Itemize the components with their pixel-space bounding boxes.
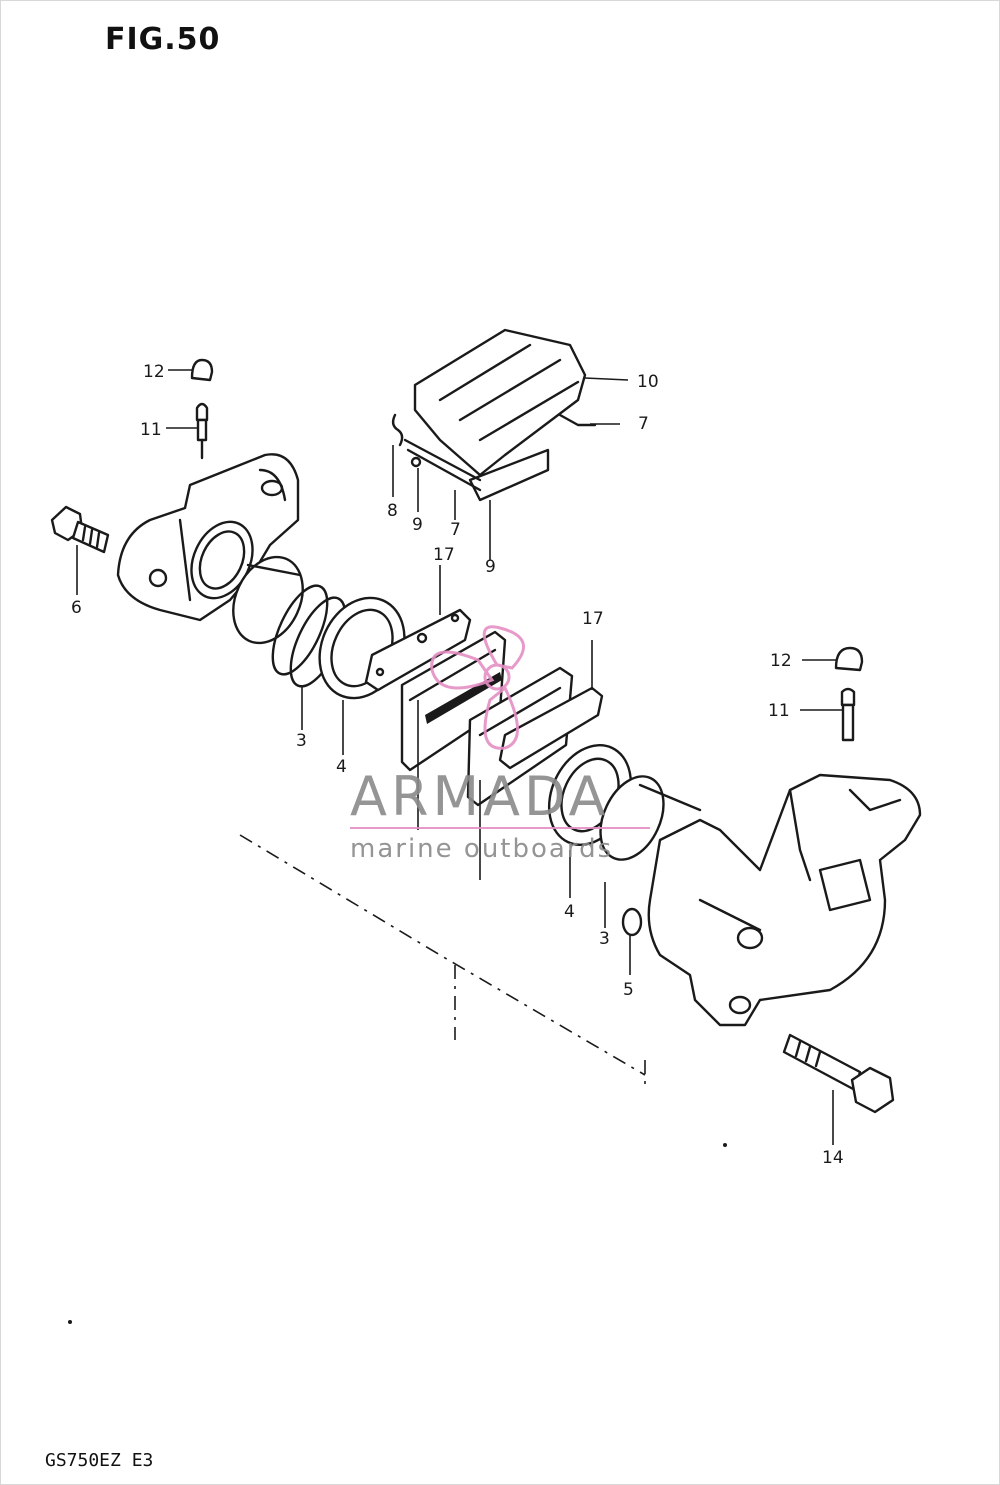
scan-speck bbox=[723, 1143, 727, 1147]
callout-17-left: 17 bbox=[433, 545, 455, 565]
left-caliper-body bbox=[116, 453, 300, 622]
callout-5: 5 bbox=[623, 980, 634, 1000]
bleeder-valve-11-right bbox=[840, 687, 856, 742]
callout-3-right: 3 bbox=[599, 929, 610, 949]
leader-lines bbox=[76, 369, 842, 1145]
pin-clip-8 bbox=[391, 413, 404, 447]
figure-title: FIG.50 bbox=[105, 22, 221, 57]
pad-pin-7 bbox=[403, 438, 482, 492]
callout-12-left: 12 bbox=[143, 362, 165, 382]
piston-3-right bbox=[599, 775, 702, 861]
watermark-tagline: marine outboards bbox=[350, 834, 613, 864]
callout-12-right: 12 bbox=[770, 651, 792, 671]
callout-6: 6 bbox=[71, 598, 82, 618]
callout-11-right: 11 bbox=[768, 701, 790, 721]
callout-10: 10 bbox=[637, 372, 659, 392]
callout-7-upper: 7 bbox=[638, 414, 649, 434]
o-ring-5 bbox=[621, 907, 643, 937]
callout-14: 14 bbox=[822, 1148, 844, 1168]
spring-7 bbox=[558, 413, 597, 427]
bolt-14 bbox=[782, 1033, 895, 1114]
pin-clip-9 bbox=[410, 456, 422, 468]
callout-3-left: 3 bbox=[296, 731, 307, 751]
bleeder-cap-12-left bbox=[190, 358, 214, 382]
callout-7-lower: 7 bbox=[450, 520, 461, 540]
callout-17-right: 17 bbox=[582, 609, 604, 629]
callout-11-left: 11 bbox=[140, 420, 162, 440]
callout-labels: 12 11 6 10 7 8 9 7 9 17 17 3 4 12 11 4 3… bbox=[71, 362, 844, 1168]
watermark-brand: ARMADA bbox=[350, 765, 610, 828]
scan-speck bbox=[68, 1320, 72, 1324]
callout-8: 8 bbox=[387, 501, 398, 521]
pad-shim-17-left bbox=[364, 608, 472, 692]
bleeder-cap-12-right bbox=[834, 646, 864, 672]
callout-4-left: 4 bbox=[336, 757, 347, 777]
bolt-6 bbox=[50, 505, 110, 554]
pad-cover-10 bbox=[413, 328, 587, 502]
piston-3-left bbox=[232, 555, 304, 645]
callout-9-lower: 9 bbox=[485, 557, 496, 577]
bleeder-valve-11-left bbox=[195, 402, 209, 460]
right-caliper-body bbox=[647, 773, 922, 1027]
assembly-dashed-outline bbox=[239, 834, 646, 1085]
model-code: GS750EZ E3 bbox=[45, 1450, 154, 1471]
callout-9-upper: 9 bbox=[412, 515, 423, 535]
armada-watermark: ARMADA marine outboards bbox=[350, 625, 650, 864]
propeller-icon bbox=[430, 625, 525, 750]
callout-4-right: 4 bbox=[564, 902, 575, 922]
